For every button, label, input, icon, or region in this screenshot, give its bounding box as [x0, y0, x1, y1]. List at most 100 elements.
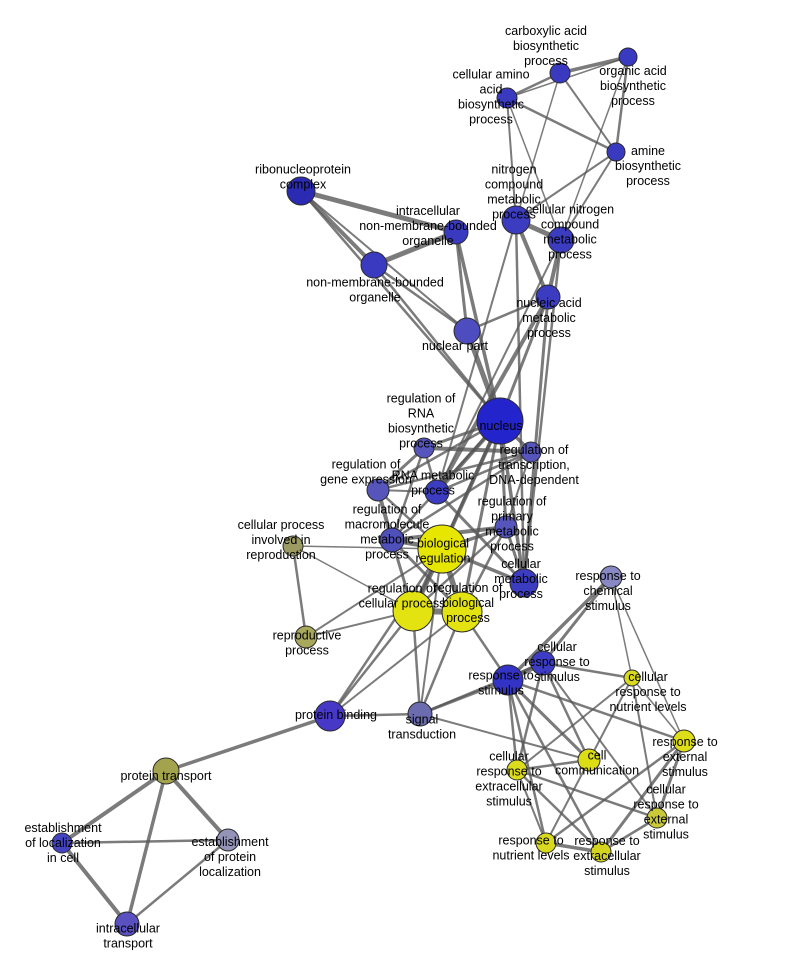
node-amine[interactable]: [606, 142, 626, 162]
edge-nitrogen-cell_met: [514, 219, 526, 584]
edge-resp_ext-resp_nutr: [545, 739, 685, 845]
node-reg_rna[interactable]: [413, 437, 435, 459]
node-cell_comm[interactable]: [577, 748, 601, 772]
edge-resp_stim-cell_comm: [506, 678, 591, 762]
node-repro[interactable]: [294, 625, 318, 649]
edge-cell_resp_extra-cell_resp_ext: [516, 768, 658, 820]
edge-i_nmbo-nuc_part: [454, 231, 469, 332]
node-prot_bind[interactable]: [314, 700, 346, 732]
edge-bio_reg-repro: [305, 548, 443, 638]
node-cell_resp_nutr[interactable]: [623, 669, 641, 687]
node-organic[interactable]: [618, 47, 638, 67]
edge-resp_extra-cell_resp_ext: [600, 816, 658, 854]
edge-cell_resp_nutr-cell_resp_ext: [631, 677, 658, 819]
node-cell_nitrogen[interactable]: [547, 226, 575, 254]
node-resp_stim[interactable]: [492, 664, 524, 696]
node-reg_gene[interactable]: [366, 478, 390, 502]
node-resp_extra[interactable]: [590, 841, 612, 863]
edge-cell_resp_nutr-cell_resp_extra: [516, 677, 633, 771]
edge-cpir-reg_cell: [292, 545, 414, 612]
edge-resp_stim-signal: [419, 678, 509, 716]
edge-est_prot_loc-intra_trans: [126, 839, 229, 925]
node-cpir[interactable]: [282, 535, 304, 557]
edge-prot_bind-bio_reg: [328, 548, 444, 717]
edge-reg_primary-reg_cell: [412, 526, 507, 612]
edge-reg_rna-reg_macro: [390, 447, 426, 541]
node-nuc_part[interactable]: [453, 317, 481, 345]
edge-carboxylic-organic: [559, 55, 629, 75]
edge-resp_ext-cell_resp_ext: [655, 740, 686, 819]
node-signal[interactable]: [407, 701, 433, 727]
edge-carboxylic-nitrogen: [515, 72, 561, 221]
node-reg_macro[interactable]: [379, 527, 405, 553]
node-reg_primary[interactable]: [494, 515, 518, 539]
node-rna_met[interactable]: [424, 479, 450, 505]
edge-amine-nitrogen: [515, 151, 617, 221]
edge-prot_trans-est_prot_loc: [164, 769, 230, 842]
edge-cell_resp_stim-cell_resp_nutr: [542, 661, 633, 680]
edge-cell_resp_stim-cell_resp_extra: [515, 662, 545, 771]
node-intra_trans[interactable]: [114, 911, 140, 937]
node-resp_chem[interactable]: [599, 565, 623, 589]
edge-est_loc-intra_trans: [60, 841, 129, 926]
edge-resp_chem-resp_ext: [610, 576, 685, 742]
node-nitrogen[interactable]: [501, 205, 531, 235]
node-cell_resp_stim[interactable]: [530, 650, 556, 676]
node-i_nmbo[interactable]: [443, 219, 469, 245]
node-amino[interactable]: [496, 87, 518, 109]
edge-reg_tx-reg_gene: [377, 450, 532, 492]
edge-resp_nutr-cell_resp_extra: [516, 769, 547, 844]
node-nucleic[interactable]: [535, 284, 561, 310]
node-reg_bio[interactable]: [441, 591, 483, 633]
edge-prot_bind-reg_bio: [329, 611, 463, 717]
edge-resp_ext-resp_extra: [599, 740, 686, 853]
node-cell_resp_extra[interactable]: [506, 759, 528, 781]
node-bio_reg[interactable]: [417, 524, 467, 574]
edge-amino-amine: [506, 96, 617, 154]
edge-nitrogen-rna_met: [436, 219, 517, 493]
edge-cell_resp_stim-cell_comm: [541, 662, 591, 761]
node-reg_tx[interactable]: [520, 441, 542, 463]
edge-amino-cell_nitrogen: [506, 97, 562, 241]
edge-nmbo-nuc_part: [373, 263, 468, 333]
edge-organic-amine: [614, 56, 630, 153]
edge-organic-cell_nitrogen: [560, 56, 629, 241]
edge-nucleus-reg_bio: [460, 420, 502, 613]
edge-nucleus-cell_met: [498, 420, 526, 584]
edge-prot_trans-intra_trans: [125, 770, 168, 925]
edge-cell_resp_nutr-resp_ext: [631, 677, 685, 742]
node-rnp[interactable]: [286, 176, 316, 206]
node-est_prot_loc[interactable]: [216, 828, 240, 852]
node-cell_resp_ext[interactable]: [646, 807, 668, 829]
node-layer: [51, 47, 696, 937]
node-est_loc[interactable]: [51, 832, 73, 854]
node-resp_nutr[interactable]: [535, 832, 557, 854]
node-cell_met[interactable]: [509, 568, 539, 598]
edge-rnp-nucleus: [300, 190, 501, 422]
edge-est_loc-est_prot_loc: [61, 838, 229, 845]
edge-nmbo-nucleus: [373, 264, 501, 422]
edge-reg_tx-reg_primary: [505, 451, 532, 528]
edge-amine-cell_nitrogen: [560, 151, 617, 241]
node-resp_ext[interactable]: [672, 729, 696, 753]
node-nucleus[interactable]: [476, 397, 524, 445]
edge-reg_rna-reg_tx: [423, 446, 532, 454]
edge-bio_reg-signal: [419, 548, 443, 715]
edge-resp_chem-cell_resp_nutr: [610, 576, 633, 679]
edge-cpir-bio_reg: [292, 545, 443, 550]
edge-resp_chem-cell_resp_stim: [541, 576, 613, 664]
node-nmbo[interactable]: [360, 251, 388, 279]
node-prot_trans[interactable]: [152, 757, 180, 785]
edge-cpir-repro: [291, 545, 308, 638]
node-carboxylic[interactable]: [549, 62, 571, 84]
edge-prot_trans-est_loc: [60, 769, 168, 845]
node-reg_cell[interactable]: [392, 590, 434, 632]
edge-prot_bind-reg_cell: [329, 610, 414, 717]
edge-nucleic-nuc_part: [466, 295, 549, 333]
edge-prot_bind-prot_trans: [165, 714, 331, 773]
edge-resp_chem-resp_stim: [506, 575, 613, 682]
edge-rnp-i_nmbo: [300, 188, 457, 235]
